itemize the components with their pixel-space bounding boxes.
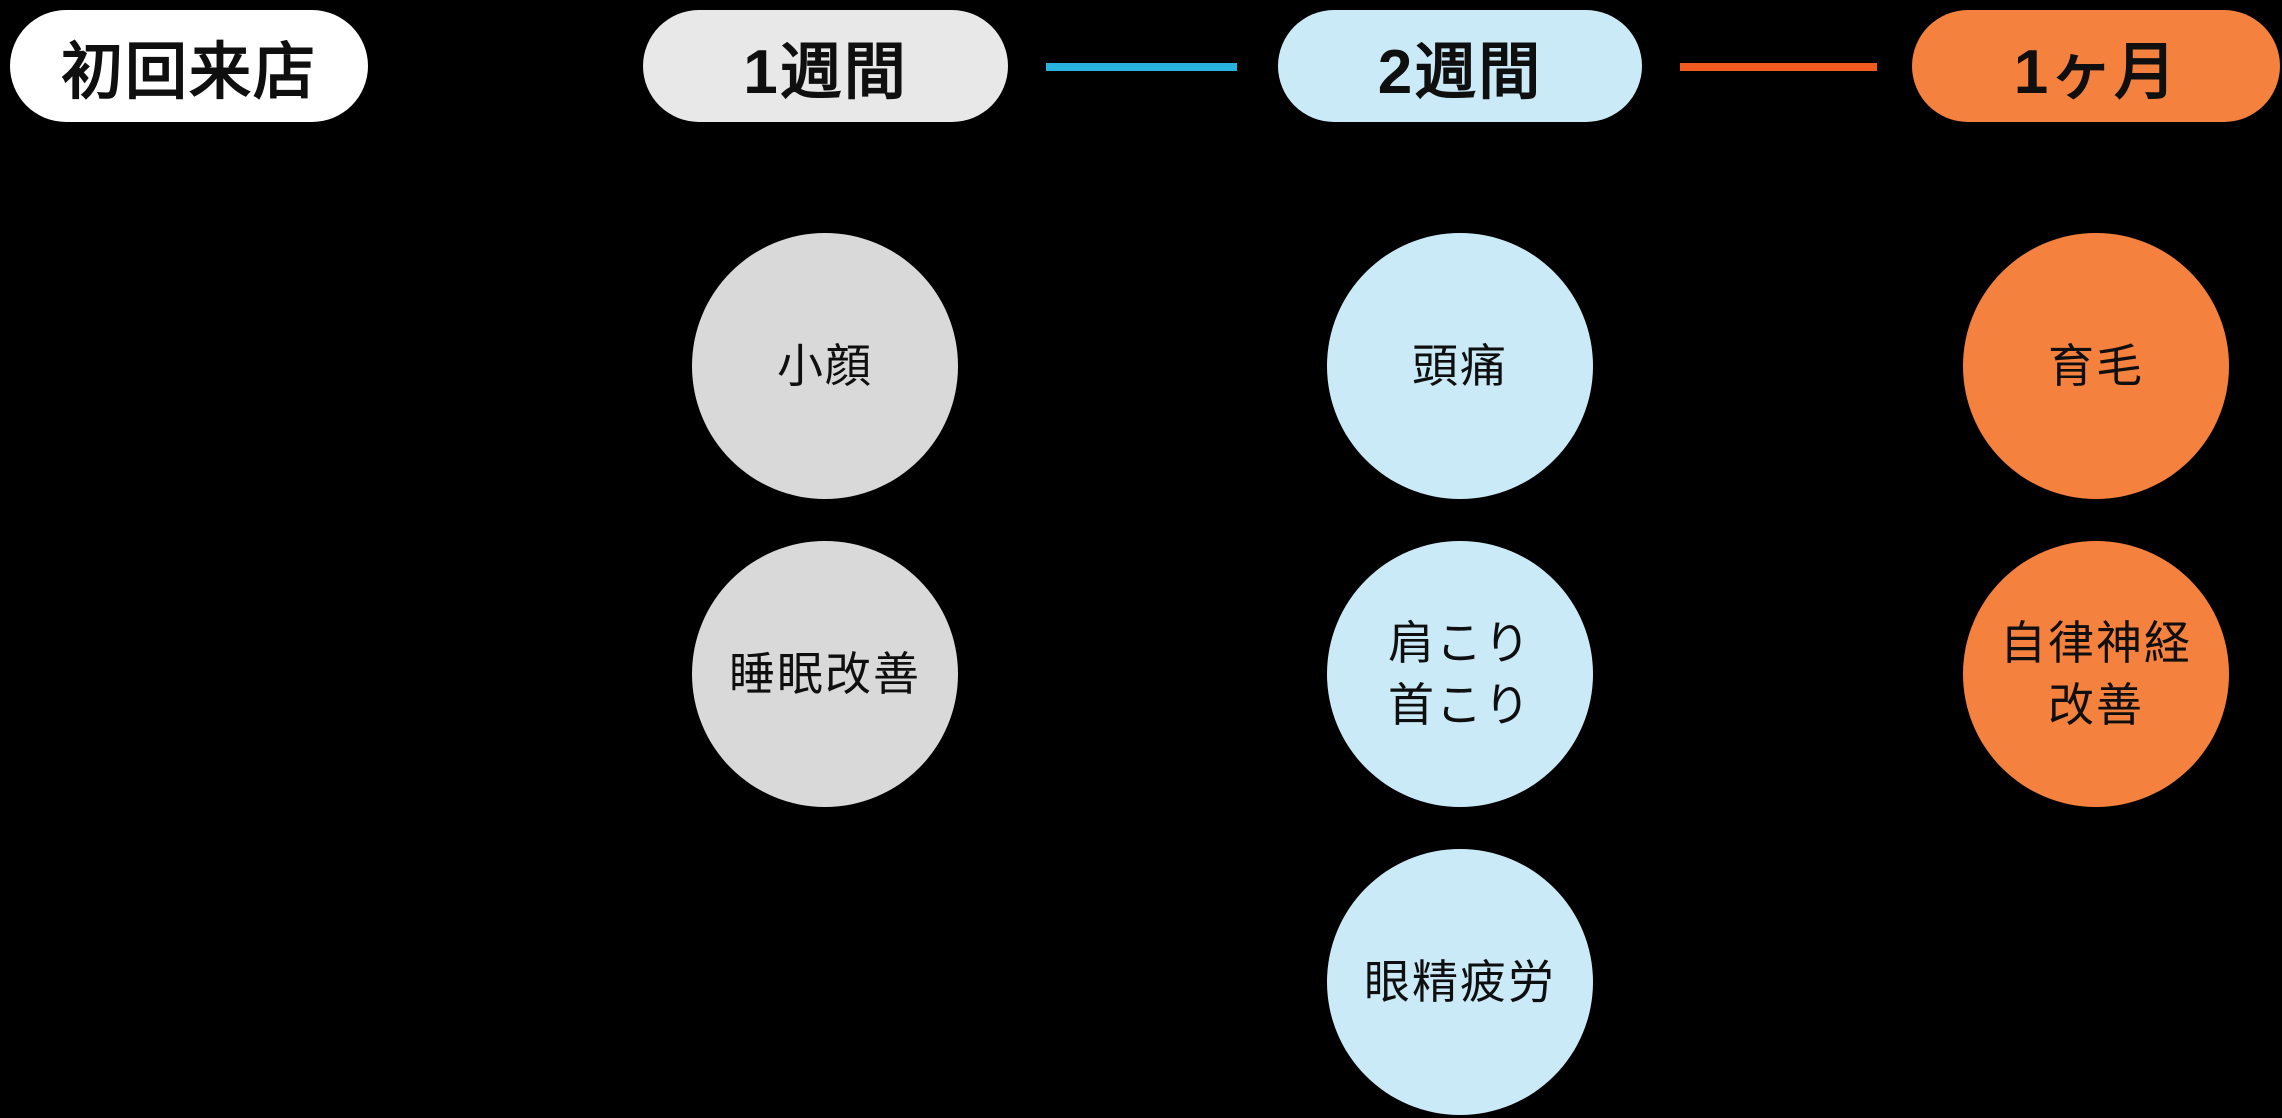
effect-circle-eye-strain: 眼精疲労: [1327, 849, 1593, 1115]
effect-circle-headache: 頭痛: [1327, 233, 1593, 499]
effect-circle-autonomic-nerve-improvement: 自律神経 改善: [1963, 541, 2229, 807]
effect-circle-shoulder-neck-stiffness: 肩こり 首こり: [1327, 541, 1593, 807]
stage-pill-week-1: 1週間: [643, 10, 1008, 122]
effect-circle-sleep-improvement: 睡眠改善: [692, 541, 958, 807]
connector-line-week2-month1: [1680, 63, 1877, 71]
effect-circle-hair-growth: 育毛: [1963, 233, 2229, 499]
connector-line-week1-week2: [1046, 63, 1237, 71]
effect-circle-small-face: 小顔: [692, 233, 958, 499]
stage-pill-first-visit: 初回来店: [10, 10, 368, 122]
stage-pill-month-1: 1ヶ月: [1912, 10, 2280, 122]
stage-pill-week-2: 2週間: [1278, 10, 1642, 122]
